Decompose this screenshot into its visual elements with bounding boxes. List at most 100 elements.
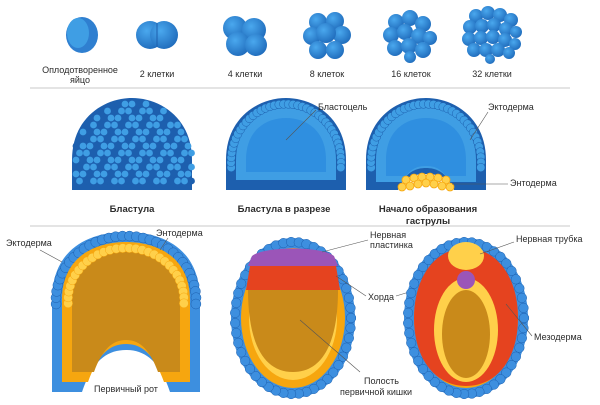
label-gastrula-start-2: гаструлы <box>406 216 450 227</box>
label-8-cells: 8 клеток <box>310 69 345 79</box>
blastomere <box>139 163 146 171</box>
label-2-cells: 2 клетки <box>140 69 175 79</box>
blastomere <box>100 170 108 178</box>
blastomere <box>97 135 104 143</box>
blastomere <box>128 128 136 136</box>
blastomere <box>188 177 195 185</box>
blastomere <box>142 100 150 108</box>
blastomere <box>139 135 146 143</box>
blastomere <box>135 128 143 136</box>
ectoderm-cell <box>230 318 241 329</box>
blastomere <box>97 177 104 185</box>
endoderm-cell <box>433 173 443 183</box>
ectoderm-cell <box>236 278 247 289</box>
annotation-endoderm-2: Энтодерма <box>510 178 557 188</box>
annotation-ectoderm-3: Эктодерма <box>6 238 52 248</box>
blastomere <box>128 142 136 150</box>
annotation-mesoderm: Мезодерма <box>534 332 582 342</box>
blastomere <box>160 135 167 143</box>
ectoderm-cell <box>345 323 356 334</box>
blastomere <box>142 156 150 164</box>
blastomere <box>118 149 125 157</box>
blastomere <box>153 163 160 171</box>
blastomere <box>181 177 188 185</box>
blastomere <box>163 142 171 150</box>
blastomere <box>100 156 108 164</box>
egg-cell <box>66 17 98 53</box>
blastomere <box>156 156 164 164</box>
blastomere <box>156 170 164 178</box>
blastomere <box>177 142 185 150</box>
blastomere <box>149 128 157 136</box>
ectoderm-cell <box>476 163 486 172</box>
blastomere <box>79 156 87 164</box>
ectoderm-cell <box>417 261 429 273</box>
blastomere <box>153 135 160 143</box>
endoderm-cell <box>429 179 439 189</box>
blastomere <box>142 170 150 178</box>
cleavage-row <box>66 6 522 64</box>
ectoderm-cell <box>506 360 517 371</box>
neurula-early <box>230 236 357 400</box>
ectoderm-cell <box>518 323 529 334</box>
leader-neural-plate <box>321 239 369 253</box>
blastomere <box>125 177 132 185</box>
label-4-cells: 4 клетки <box>228 69 263 79</box>
blastomere <box>90 121 97 129</box>
blastomere <box>83 177 90 185</box>
annotation-neural-plate-2: пластинка <box>370 240 413 250</box>
ectoderm-cell <box>190 298 202 310</box>
blastomere <box>86 170 94 178</box>
blastomere <box>146 177 153 185</box>
blastomere <box>125 107 132 115</box>
blastomere <box>83 163 90 171</box>
blastomere <box>114 142 122 150</box>
blastomere <box>132 163 139 171</box>
label-32-cells: 32 клетки <box>472 69 512 79</box>
blastomere <box>93 156 101 164</box>
blastomere <box>79 128 87 136</box>
blastomere <box>139 121 146 129</box>
ectoderm-cell <box>495 251 506 262</box>
blastomere <box>118 121 125 129</box>
ectoderm-cell <box>413 355 424 367</box>
blastomere <box>72 170 80 178</box>
blastomere <box>170 128 178 136</box>
blastomere <box>181 149 188 157</box>
blastomere <box>135 114 143 122</box>
ectoderm-cell <box>250 370 261 382</box>
ectoderm-cell <box>233 288 244 299</box>
label-gastrula-start-1: Начало образования <box>379 204 477 215</box>
ectoderm-cell <box>409 278 420 289</box>
blastomere <box>79 170 87 178</box>
blastomere <box>160 149 167 157</box>
ectoderm-cell <box>256 377 267 388</box>
blastomere <box>146 163 153 171</box>
ectoderm-cell <box>510 351 521 362</box>
blastomere <box>174 149 181 157</box>
early-gastrula <box>366 98 486 192</box>
blastomere <box>188 163 195 171</box>
blastomere <box>146 107 153 115</box>
annotation-chord: Хорда <box>368 292 394 302</box>
eight-cell-stage <box>303 12 351 59</box>
blastomere <box>83 149 90 157</box>
blastomere <box>128 156 136 164</box>
blastomere <box>86 128 94 136</box>
blastomere <box>167 135 174 143</box>
blastomere <box>160 121 167 129</box>
endoderm-cell <box>445 182 455 192</box>
ectoderm-cell <box>409 347 420 358</box>
ectoderm-cell <box>423 254 434 266</box>
annotation-endoderm-3: Энтодерма <box>156 228 203 238</box>
blastomere <box>90 163 97 171</box>
annotation-neural-plate-1: Нервная <box>370 230 406 240</box>
blastomere <box>128 114 136 122</box>
blastomere <box>170 156 178 164</box>
ectoderm-cell <box>516 292 527 303</box>
blastomere <box>177 170 185 178</box>
annotation-primary-mouth: Первичный рот <box>94 384 158 394</box>
ectoderm-cell <box>343 292 354 303</box>
blastomere <box>125 135 132 143</box>
